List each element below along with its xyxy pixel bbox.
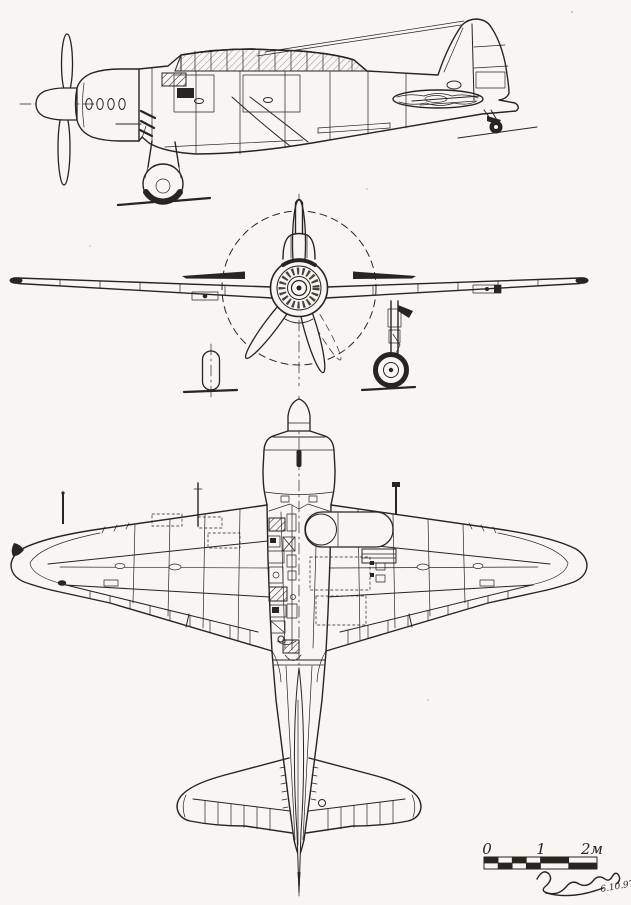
signature: 6.10.97 — [536, 871, 631, 897]
front-tailplane-edges — [182, 271, 416, 279]
front-wings — [9, 277, 589, 301]
plan-fin — [293, 667, 305, 895]
side-roundel — [392, 80, 484, 109]
side-propeller — [19, 33, 99, 186]
plan-view — [10, 395, 588, 899]
side-tail — [411, 23, 509, 106]
side-fuselage — [138, 18, 519, 155]
front-engine-cowling — [269, 258, 329, 324]
scale-tick-1-label: 1 — [536, 840, 546, 858]
side-main-gear — [142, 140, 184, 205]
side-tail-wheel — [483, 109, 503, 134]
front-fin-and-canopy — [282, 198, 316, 260]
scale-bar-cells — [483, 856, 598, 870]
scale-tick-0-label: 0 — [482, 840, 492, 858]
plan-tailplane — [176, 757, 422, 834]
side-ground-lines — [116, 126, 538, 207]
plan-nose — [262, 398, 336, 506]
plan-fuel-tank — [304, 511, 397, 564]
front-right-landing-gear — [360, 300, 417, 392]
plan-wings — [10, 504, 588, 652]
plan-wing-masts — [61, 482, 400, 527]
side-canopy — [161, 48, 369, 87]
scan-speckles — [89, 11, 573, 701]
scale-tick-2-label: 2м — [580, 840, 603, 858]
side-antenna-wires — [256, 20, 465, 57]
plan-cockpit-cutaway — [267, 513, 298, 645]
scale-bar: 0 1 2м — [482, 840, 603, 870]
side-view — [19, 18, 538, 207]
front-view — [9, 193, 589, 398]
side-cowling — [74, 67, 157, 144]
signature-scribble — [536, 871, 621, 895]
front-left-wheel — [182, 343, 239, 398]
signature-date: 6.10.97 — [600, 879, 631, 895]
